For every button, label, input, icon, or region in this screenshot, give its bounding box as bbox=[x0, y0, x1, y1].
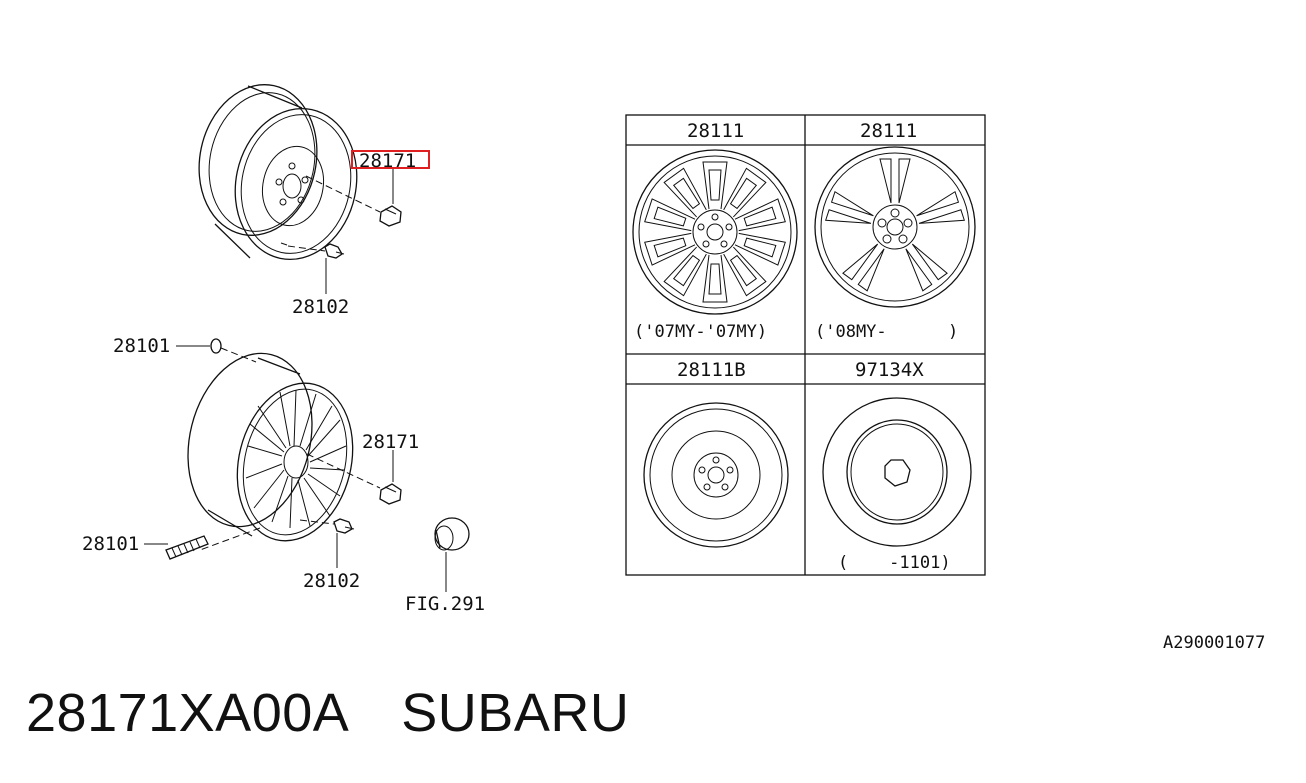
part-number: 28171XA00A bbox=[26, 683, 350, 743]
callout-hub-nut-lower[interactable]: 28171 bbox=[362, 431, 419, 453]
variant-part-number: 28111B bbox=[677, 359, 746, 381]
hub-cap-icon bbox=[434, 517, 470, 551]
variant-part-number: 28111 bbox=[687, 120, 744, 142]
wheel-cover-icon bbox=[822, 397, 972, 547]
alloy-wheel-10-spoke-icon bbox=[814, 146, 976, 308]
callout-hub-nut-highlighted[interactable]: 28171 bbox=[359, 150, 416, 172]
footer: 28171XA00A SUBARU bbox=[26, 682, 681, 744]
hub-nut-icon bbox=[379, 205, 402, 227]
steel-wheel-upper bbox=[198, 84, 381, 261]
alloy-wheel-lower bbox=[187, 352, 381, 551]
hub-nut-icon bbox=[379, 483, 402, 505]
callout-valve-upper[interactable]: 28102 bbox=[292, 296, 349, 318]
balance-weight-clip-icon bbox=[210, 338, 257, 363]
drawing-code: A290001077 bbox=[1163, 633, 1266, 653]
alloy-wheel-10-spoke-icon bbox=[632, 149, 798, 315]
valve-stem-icon bbox=[333, 518, 355, 534]
callout-balance-weight-top[interactable]: 28101 bbox=[113, 335, 170, 357]
highlight-box bbox=[351, 150, 430, 169]
variant-table bbox=[625, 114, 986, 576]
variant-model-year: ( -1101) bbox=[838, 553, 951, 573]
variant-model-year: ('07MY-'07MY) bbox=[634, 322, 767, 342]
variant-model-year: ('08MY- ) bbox=[815, 322, 958, 342]
callout-valve-lower[interactable]: 28102 bbox=[303, 570, 360, 592]
callout-figure-ref[interactable]: FIG.291 bbox=[405, 593, 485, 615]
variant-part-number: 28111 bbox=[860, 120, 917, 142]
callout-balance-weight-bottom[interactable]: 28101 bbox=[82, 533, 139, 555]
balance-weight-icon bbox=[165, 535, 209, 560]
variant-part-number: 97134X bbox=[855, 359, 924, 381]
steel-wheel-icon bbox=[643, 402, 789, 548]
brand-name: SUBARU bbox=[401, 683, 630, 743]
valve-stem-icon bbox=[324, 243, 345, 259]
